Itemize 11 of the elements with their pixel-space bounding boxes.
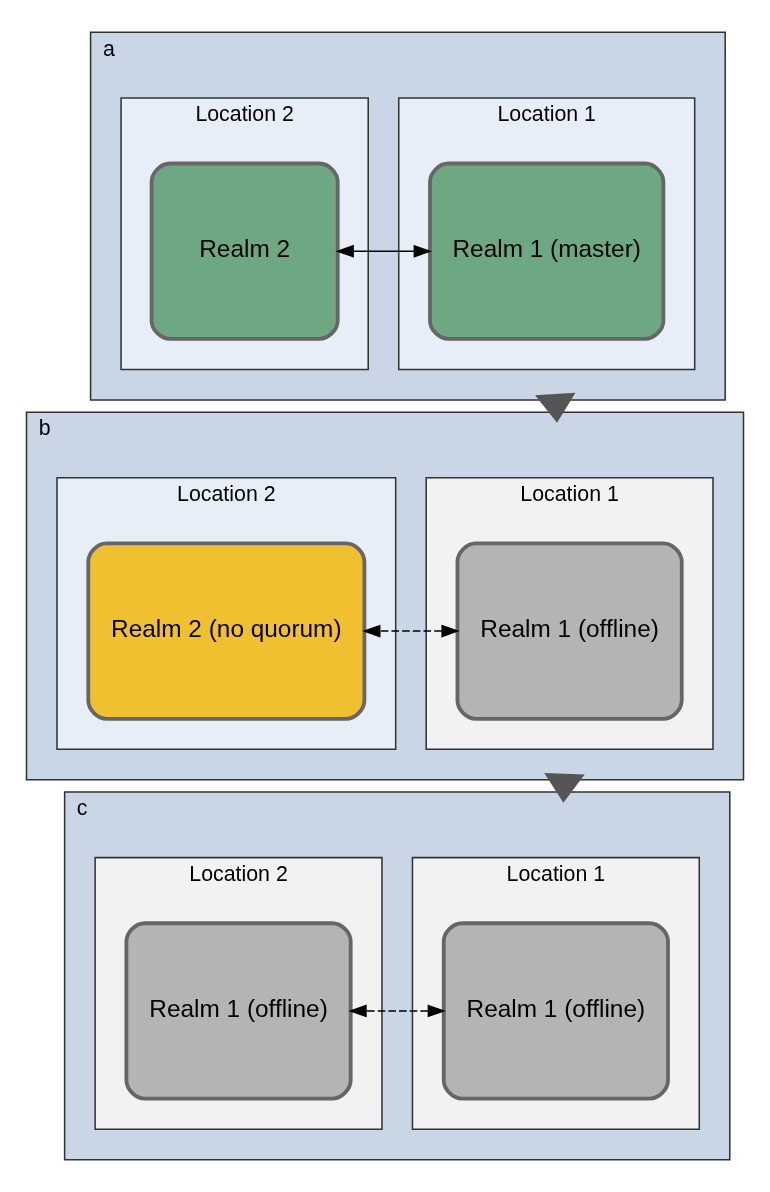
node-box: Realm 2	[149, 161, 340, 341]
node-box: Realm 1 (offline)	[455, 541, 684, 721]
arrow	[362, 624, 460, 638]
arrow	[544, 772, 585, 803]
arrow	[335, 244, 432, 258]
node-box: Realm 1 (offline)	[441, 921, 670, 1101]
node-box: Realm 2 (no quorum)	[86, 541, 367, 721]
node-box: Realm 1 (offline)	[124, 921, 353, 1101]
arrow	[535, 392, 576, 423]
arrow	[348, 1004, 446, 1018]
node-box: Realm 1 (master)	[428, 161, 666, 341]
